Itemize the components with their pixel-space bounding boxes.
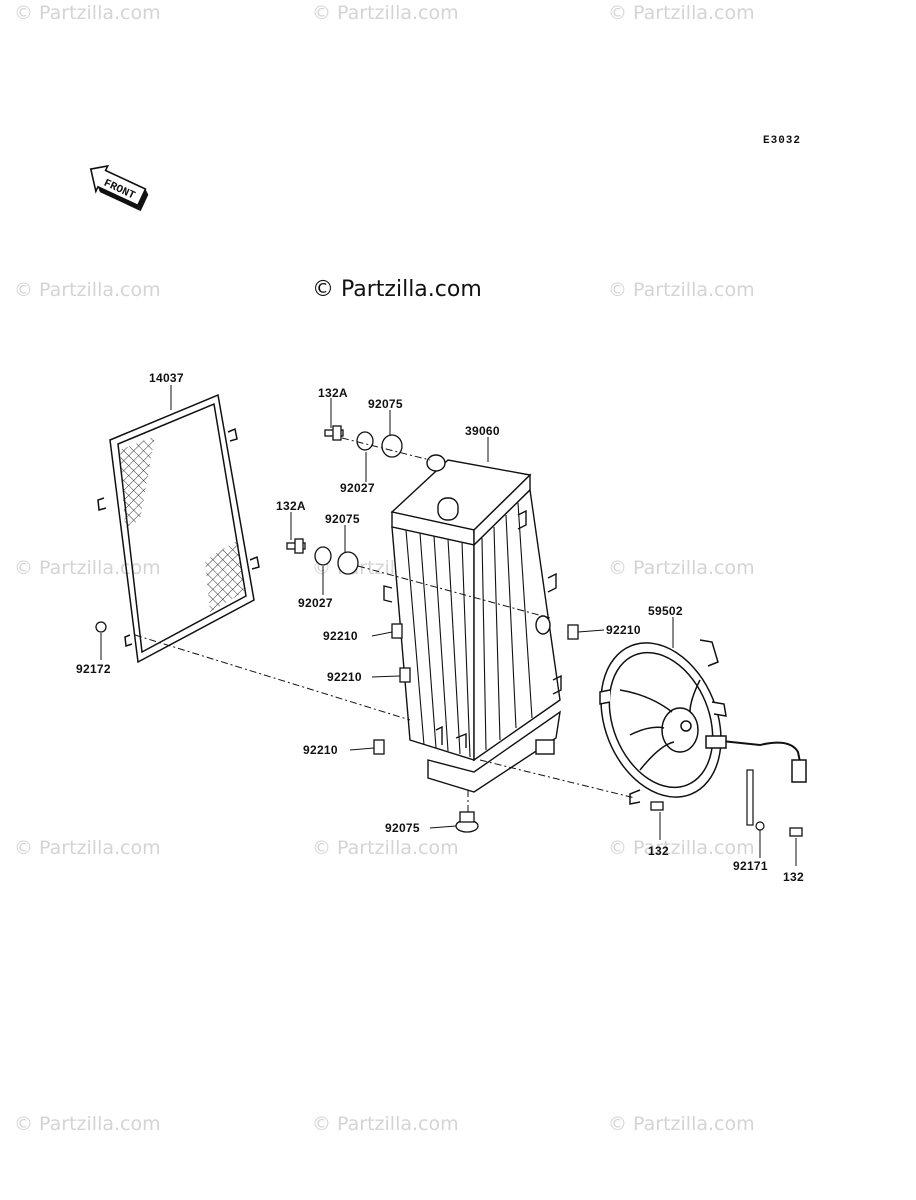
leader-lines	[100, 385, 797, 866]
watermark: © Partzilla.com	[608, 1113, 755, 1135]
part-label-clip-left-3: 92210	[303, 743, 338, 757]
watermark: © Partzilla.com	[312, 1113, 459, 1135]
part-label-bolt-grille: 92172	[76, 662, 111, 676]
part-label-bolt-upper: 132A	[318, 386, 348, 400]
guide-lines	[134, 437, 636, 812]
part-label-bolt-fan: 132	[648, 844, 669, 858]
watermark: © Partzilla.com	[14, 557, 161, 579]
part-label-band: 92171	[733, 859, 768, 873]
watermark: © Partzilla.com	[14, 837, 161, 859]
watermark: © Partzilla.com	[14, 1113, 161, 1135]
watermark: © Partzilla.com	[14, 279, 161, 301]
watermark: © Partzilla.com	[312, 2, 459, 24]
part-label-clip-left-2: 92210	[327, 670, 362, 684]
radiator-grille	[97, 393, 260, 664]
part-label-bolt-band: 132	[783, 870, 804, 884]
cooling-fan	[599, 639, 807, 805]
part-label-collar-lower: 92027	[298, 596, 333, 610]
part-label-radiator: 39060	[465, 424, 500, 438]
watermark: © Partzilla.com	[608, 557, 755, 579]
watermark: © Partzilla.com	[608, 279, 755, 301]
part-label-fan: 59502	[648, 604, 683, 618]
part-label-grommet-lower-side: 92075	[325, 512, 360, 526]
part-label-grille: 14037	[149, 371, 184, 385]
part-label-grommet-bottom: 92075	[385, 821, 420, 835]
part-label-bolt-lower: 132A	[276, 499, 306, 513]
watermark: © Partzilla.com	[608, 2, 755, 24]
center-watermark: © Partzilla.com	[312, 277, 482, 302]
diagram-code: E3032	[763, 135, 802, 147]
part-label-grommet-upper: 92075	[368, 397, 403, 411]
watermark: © Partzilla.com	[14, 2, 161, 24]
part-label-collar-upper: 92027	[340, 481, 375, 495]
front-arrow-icon: FRONT	[89, 164, 149, 212]
band	[746, 769, 765, 831]
part-label-clip-right: 92210	[606, 623, 641, 637]
watermark: © Partzilla.com	[312, 837, 459, 859]
watermark: © Partzilla.com	[608, 837, 755, 859]
part-label-clip-left-1: 92210	[323, 629, 358, 643]
radiator	[383, 454, 562, 793]
